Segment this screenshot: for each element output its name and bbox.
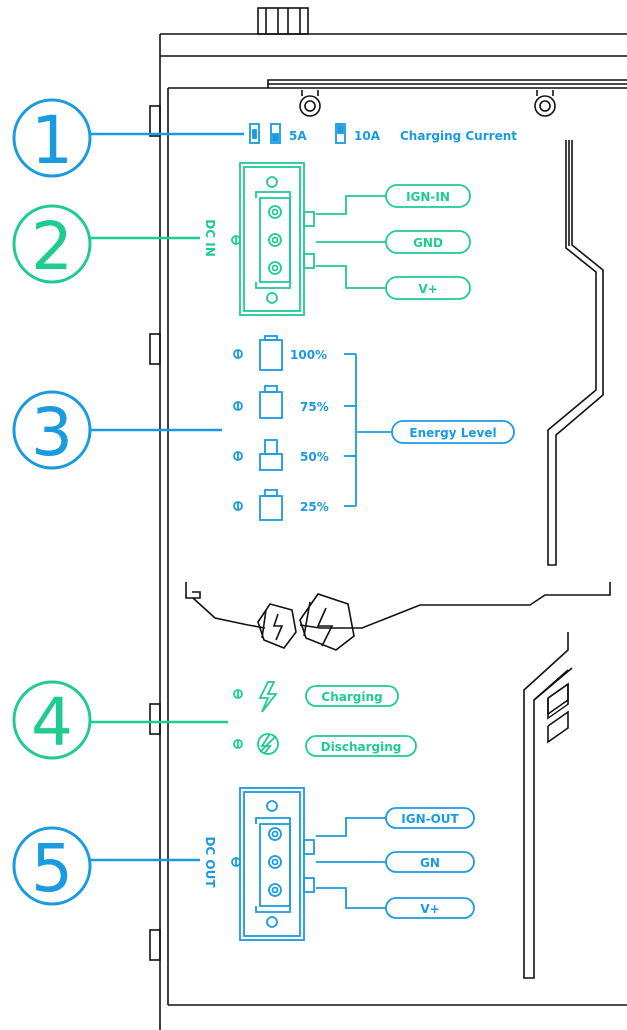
battery-icon bbox=[259, 439, 283, 471]
jumper-switch-1[interactable] bbox=[249, 123, 260, 144]
level-25-label: 25% bbox=[300, 500, 329, 514]
charging-current-title: Charging Current bbox=[400, 129, 517, 143]
discharge-icon bbox=[257, 733, 279, 755]
dc-in-terminal bbox=[231, 162, 471, 316]
pin-gnd-label: GND bbox=[413, 236, 443, 250]
energy-level-section bbox=[233, 335, 515, 521]
pin-vplus-out-label: V+ bbox=[420, 902, 439, 916]
callout-1-number: 1 bbox=[31, 102, 73, 179]
screw-icon bbox=[534, 90, 556, 117]
battery-icon bbox=[259, 335, 283, 371]
dc-in-label: DC IN bbox=[203, 219, 217, 256]
energy-level-title: Energy Level bbox=[409, 426, 496, 440]
callout-3: 3 bbox=[12, 390, 222, 471]
callout-3-number: 3 bbox=[31, 394, 73, 471]
jumper-switch-10a[interactable] bbox=[335, 123, 346, 144]
level-75-label: 75% bbox=[300, 400, 329, 414]
jumper-switch-2[interactable] bbox=[270, 123, 281, 144]
charge-status-section bbox=[233, 681, 417, 757]
pin-vplus-in-label: V+ bbox=[418, 282, 437, 296]
level-50-label: 50% bbox=[300, 450, 329, 464]
battery-icon bbox=[259, 385, 283, 419]
charging-current-section bbox=[249, 123, 346, 144]
fuse-icon bbox=[299, 593, 355, 651]
charging-label: Charging bbox=[321, 690, 382, 704]
option-10a-label: 10A bbox=[354, 129, 381, 143]
pin-ign-out-label: IGN-OUT bbox=[401, 812, 459, 826]
discharging-label: Discharging bbox=[321, 740, 402, 754]
fuse-icon bbox=[257, 603, 297, 649]
chassis-outline bbox=[149, 7, 627, 1030]
screw-icon bbox=[299, 90, 321, 117]
callout-5-number: 5 bbox=[31, 830, 73, 907]
pin-gn-label: GN bbox=[420, 856, 440, 870]
callout-1: 1 bbox=[12, 98, 244, 179]
battery-icon bbox=[259, 489, 283, 521]
callout-4-number: 4 bbox=[31, 684, 73, 761]
callout-2-number: 2 bbox=[31, 208, 73, 285]
callout-5: 5 bbox=[12, 826, 200, 907]
callout-4: 4 bbox=[12, 680, 228, 761]
callout-2: 2 bbox=[12, 204, 200, 285]
dc-out-label: DC OUT bbox=[203, 836, 217, 888]
dc-out-terminal bbox=[231, 787, 475, 941]
level-100-label: 100% bbox=[290, 348, 327, 362]
option-5a-label: 5A bbox=[289, 129, 307, 143]
pin-ign-in-label: IGN-IN bbox=[406, 190, 450, 204]
lightning-icon bbox=[258, 681, 278, 713]
